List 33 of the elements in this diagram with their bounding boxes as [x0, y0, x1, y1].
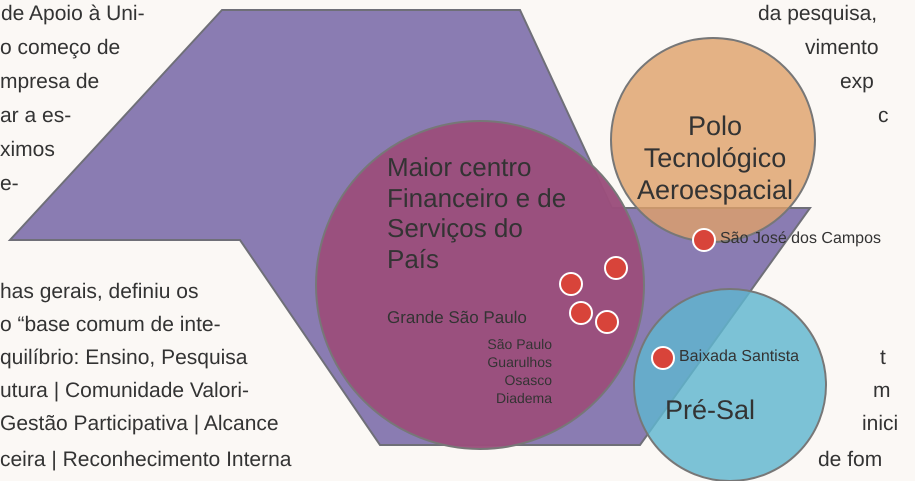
body-text-line: mpresa de	[0, 70, 100, 94]
body-text-line: e-	[0, 172, 19, 196]
place-name: Baixada Santista	[679, 348, 800, 366]
body-text-line: utura | Comunidade Valori-	[0, 379, 250, 403]
location-dot	[569, 301, 593, 325]
city-name: São Paulo	[486, 336, 552, 353]
body-text-line: t	[880, 346, 886, 370]
body-text-line: inici	[862, 412, 898, 436]
body-text-line: exp	[840, 70, 874, 94]
body-text-line: ximos	[0, 138, 55, 162]
city-name: Osasco	[504, 372, 552, 389]
body-text-line: m	[873, 379, 890, 403]
subheading: Grande São Paulo	[387, 308, 528, 328]
body-text-line: o começo de	[0, 36, 120, 60]
body-text-line: vimento	[805, 36, 879, 60]
heading: Pré-Sal	[665, 395, 756, 427]
city-name: Diadema	[494, 390, 552, 407]
location-dot	[604, 256, 628, 280]
body-text-line: o “base comum de inte-	[0, 313, 221, 337]
body-text-line: da pesquisa,	[758, 2, 878, 26]
body-text-line: quilíbrio: Ensino, Pesquisa	[0, 346, 248, 370]
body-text-line: ar a es-	[0, 104, 72, 128]
body-text-line: Gestão Participativa | Alcance	[0, 412, 279, 436]
location-dot	[559, 272, 583, 296]
body-text-line: has gerais, definiu os	[0, 280, 198, 304]
body-text-line: c	[878, 104, 888, 128]
city-name: Guarulhos	[486, 354, 552, 371]
body-text-line: de fom	[818, 448, 882, 472]
location-dot	[595, 310, 619, 334]
heading: Polo Tecnológico Aeroespacial	[636, 111, 794, 207]
heading: Maior centro Financeiro e de Serviços do País	[387, 152, 568, 275]
body-text-line: ceira | Reconhecimento Interna	[0, 448, 292, 472]
body-text-line: de Apoio à Uni-	[1, 2, 145, 26]
